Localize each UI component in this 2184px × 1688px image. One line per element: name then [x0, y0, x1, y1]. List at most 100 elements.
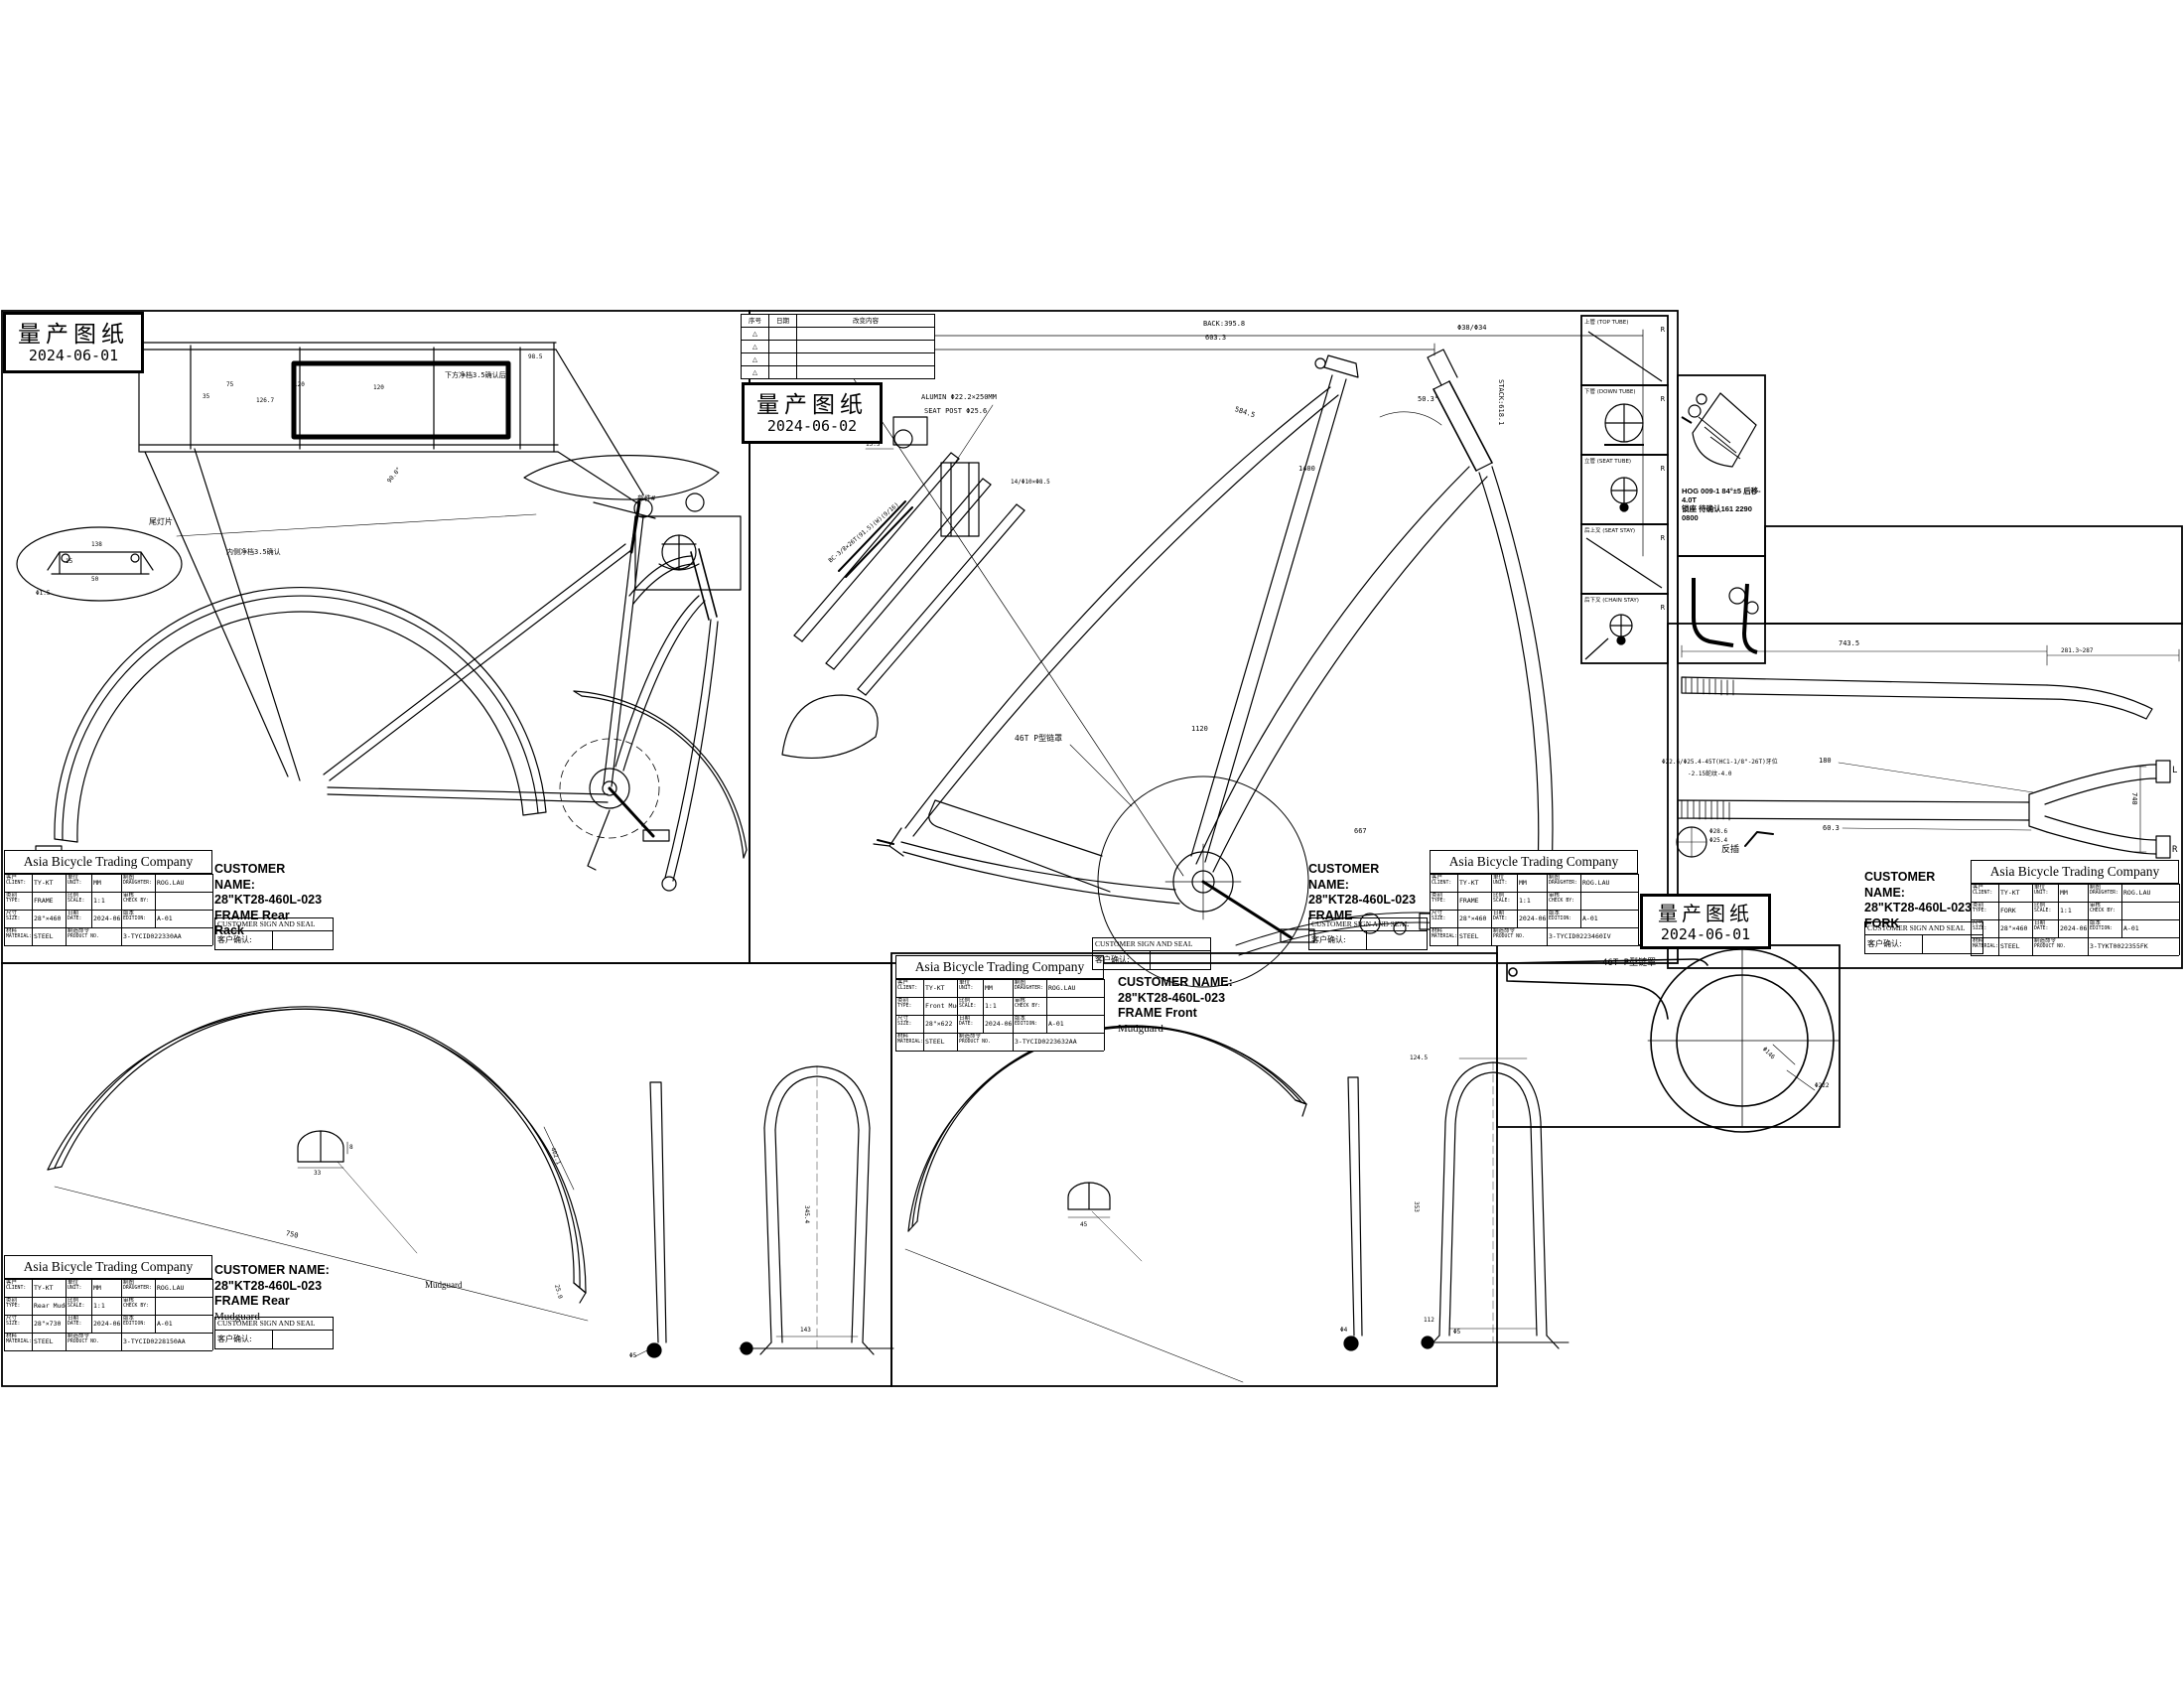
field-label-en: MATERIAL:	[6, 1339, 32, 1344]
customer-name-line: 28"KT28-460L-023	[1308, 893, 1417, 907]
field-label-zh: 单位	[959, 980, 971, 986]
field-label-zh: 类别	[1973, 903, 1984, 909]
field-label-zh: 材料	[897, 1034, 909, 1040]
field-label-en: PRODUCT NO.	[1493, 934, 1525, 939]
field-value-client: TY-KT	[33, 874, 67, 892]
field-label-en: DATE:	[68, 1322, 82, 1327]
sign-seal-label: CUSTOMER SIGN AND SEAL	[1865, 922, 1982, 935]
annotation: 281.3~287	[2061, 647, 2094, 654]
detail-box-label: 后上叉 (SEAT STAY)	[1584, 528, 1636, 534]
field-label-zh: 比例	[2034, 903, 2046, 909]
field-label-en: SCALE:	[959, 1004, 977, 1009]
field-value-unit: MM	[984, 979, 1014, 997]
customer-confirm-blank	[273, 1331, 333, 1348]
field-label-en: CHECK BY:	[123, 899, 149, 904]
annotation: 740	[2130, 792, 2138, 805]
field-value-client: TY-KT	[1999, 884, 2033, 902]
customer-name-line: CUSTOMER	[1308, 862, 1380, 876]
field-value-scale: 1:1	[2059, 902, 2089, 919]
field-label-zh: 材料	[1432, 928, 1443, 934]
field-value-check	[1581, 892, 1639, 910]
field-value-type: FRAME	[33, 892, 67, 910]
field-label-zh: 制图	[2090, 885, 2102, 891]
revision-marker-cell: △	[742, 328, 769, 341]
field-label-zh: 制造命令	[2034, 938, 2057, 944]
field-label-zh: 审核	[1015, 998, 1026, 1004]
revision-marker-cell: △	[742, 366, 769, 379]
annotation: 下方净档3.5确认后	[445, 371, 506, 379]
annotation: 14/Φ10×Φ8.5	[1011, 479, 1050, 486]
field-value-check	[1047, 997, 1105, 1015]
customer-name-line: Mudguard	[1118, 1022, 1163, 1035]
field-value-date: 2024-06-08	[984, 1015, 1014, 1033]
fork-drawing	[1676, 644, 2180, 859]
revision-date-cell	[769, 353, 797, 366]
field-label-zh: 单位	[2034, 885, 2046, 891]
field-label-zh: 类别	[6, 1298, 18, 1304]
sign-seal-row: 客户确认:	[1093, 951, 1210, 969]
field-value-material: STEEL	[33, 927, 67, 945]
field-value-draughter: ROG.LAU	[2122, 884, 2180, 902]
field-label-zh: 版本	[1015, 1016, 1026, 1022]
annotation: 584.5	[1233, 405, 1257, 420]
frame-assembly-drawing	[16, 342, 748, 892]
annotation: 25.0	[553, 1283, 564, 1300]
annotation: 50	[91, 576, 99, 583]
detail-box-label: 上管 (TOP TUBE)	[1584, 320, 1629, 326]
field-label-en: SIZE:	[897, 1022, 912, 1027]
field-label-zh: 制造命令	[1493, 928, 1516, 934]
customer-name-line: FRAME Front	[1118, 1006, 1197, 1020]
field-value-material: STEEL	[1458, 927, 1492, 945]
annotation: Φ146	[1760, 1046, 1777, 1061]
customer-confirm-label: 客户确认:	[1093, 951, 1151, 969]
sign-seal-label: CUSTOMER SIGN AND SEAL	[215, 1318, 333, 1331]
annotation: 1120	[1191, 725, 1208, 733]
revision-marker-cell: △	[742, 353, 769, 366]
detail-box-corner: R	[1660, 534, 1665, 542]
annotation: 46T P型链罩	[1015, 734, 1063, 743]
field-label-en: TYPE:	[897, 1004, 912, 1009]
field-label-en: MATERIAL:	[6, 934, 32, 939]
chainguard-drawing	[1506, 948, 1840, 1133]
field-value-size: 28"×460	[33, 910, 67, 927]
field-label-en: CHECK BY:	[1549, 899, 1574, 904]
field-value-date: 2024-06-02	[1518, 910, 1548, 927]
field-label-zh: 审核	[123, 1298, 135, 1304]
customer-name-line: NAME:	[1308, 877, 1349, 892]
annotation: Φ38/Φ34	[1457, 324, 1487, 332]
customer-confirm-label: 客户确认:	[1865, 935, 1923, 953]
annotation: 反插	[1721, 845, 1740, 855]
field-value-draughter: ROG.LAU	[1581, 874, 1639, 892]
field-label-en: TYPE:	[1432, 899, 1446, 904]
annotation: Φ28.6	[1709, 828, 1728, 835]
field-label-en: PRODUCT NO.	[959, 1040, 991, 1045]
annotation: -2.15蛇纹-4.0	[1688, 771, 1732, 777]
customer-confirm-label: 客户确认:	[1309, 931, 1367, 949]
field-value-scale: 1:1	[92, 892, 122, 910]
field-value-unit: MM	[2059, 884, 2089, 902]
field-label-en: UNIT:	[2034, 891, 2049, 896]
field-label-zh: 版本	[123, 911, 135, 916]
revision-marker-cell: △	[742, 341, 769, 353]
annotation: BACK:395.8	[1203, 320, 1246, 328]
customer-name-line: CUSTOMER	[1864, 870, 1936, 884]
field-label-zh: 日期	[959, 1016, 971, 1022]
annotation: 667	[1354, 827, 1367, 835]
